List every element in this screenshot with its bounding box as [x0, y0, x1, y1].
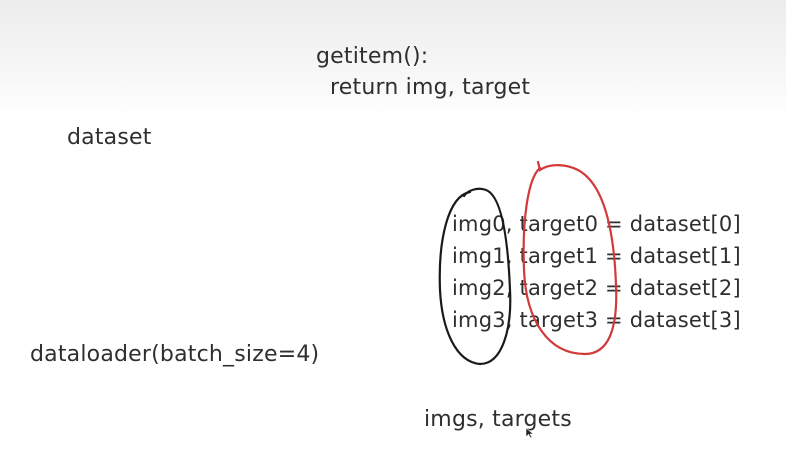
getitem-return: return img, target: [330, 75, 531, 100]
assignment-row-0: img0, target0 = dataset[0]: [452, 212, 741, 236]
assignment-row-3: img3, target3 = dataset[3]: [452, 308, 741, 332]
assignment-row-1: img1, target1 = dataset[1]: [452, 244, 741, 268]
dataloader-label: dataloader(batch_size=4): [30, 342, 320, 367]
getitem-signature: getitem():: [316, 44, 429, 69]
top-gradient: [0, 0, 786, 120]
mouse-pointer-icon: [525, 427, 535, 439]
dataset-label: dataset: [67, 125, 152, 150]
assignment-row-2: img2, target2 = dataset[2]: [452, 276, 741, 300]
result-label: imgs, targets: [424, 407, 572, 432]
